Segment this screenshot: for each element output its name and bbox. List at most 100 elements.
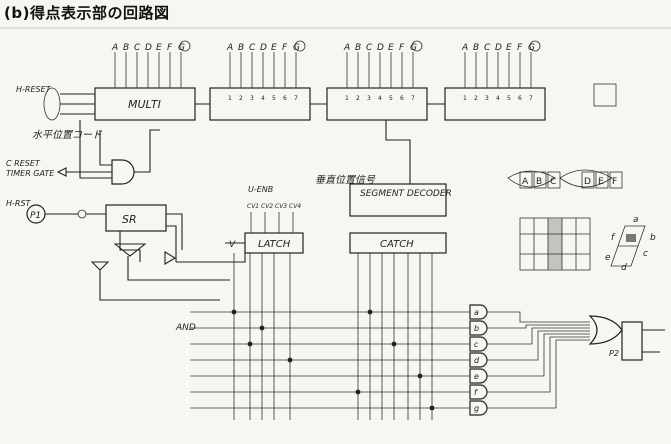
segment-decoder-label: SEGMENT DECODER: [360, 189, 452, 199]
chip-register-2: [209, 87, 311, 121]
seg-cell: [533, 171, 547, 189]
pin-letter: F: [517, 43, 523, 53]
seg-cell-label: D: [584, 177, 591, 187]
h-reset-mid-label: H-RST: [6, 199, 32, 208]
junction-dot: [429, 405, 435, 411]
pin-letter: C: [134, 43, 141, 53]
pin-letter: B: [355, 43, 361, 53]
flip-flop-output: [621, 321, 643, 361]
pin-letter: C: [484, 43, 491, 53]
segment-line-label: d: [474, 356, 480, 365]
pin-number: 1: [228, 95, 232, 102]
register-to-decoder-wire: [385, 120, 411, 184]
junction-dot: [417, 373, 423, 379]
seg-cell-label: C: [550, 177, 556, 187]
segment-line-label: g: [474, 404, 479, 413]
timer-gate-buffer: [56, 167, 67, 177]
segment-to-or-wire: [487, 333, 590, 377]
segment-and-gate: [469, 368, 488, 384]
segment-line-label: c: [474, 340, 479, 349]
empty-box-sketch: [593, 83, 617, 107]
cv-label: CV3: [275, 203, 287, 210]
pin-number: 7: [529, 95, 533, 102]
and-gate-wires: [79, 120, 160, 179]
seg-letter: a: [633, 215, 639, 225]
seg-glyph-fill: [626, 234, 636, 242]
segment-line-label: b: [474, 324, 479, 333]
segment-line-label: a: [474, 308, 479, 317]
pin-letter: E: [506, 43, 512, 53]
and-gate-timer: [111, 159, 135, 185]
segment-line-label: e: [474, 372, 479, 381]
pin-letter: C: [366, 43, 373, 53]
pin-number: 5: [272, 95, 276, 102]
segment-to-or-wire: [487, 327, 590, 345]
junction-dot: [367, 309, 373, 315]
segment-and-gate: [469, 336, 488, 352]
buffer-triangle-2: [90, 261, 110, 271]
pin-number: 6: [518, 95, 522, 102]
sr-latch-label: SR: [122, 213, 137, 226]
pin-letter: D: [495, 43, 502, 53]
pin-letter: G: [178, 43, 185, 53]
segment-decoder: SEGMENT DECODER: [349, 183, 452, 217]
chip-multi-label: MULTI: [128, 98, 161, 111]
pin-letter: A: [461, 43, 468, 53]
pin-letter: B: [238, 43, 244, 53]
pin-letter: B: [473, 43, 479, 53]
p1-label: P1: [30, 211, 41, 221]
seg-cell: [595, 171, 609, 189]
pin-number: 5: [389, 95, 393, 102]
pin-number: 7: [294, 95, 298, 102]
sketch-oval-2: [559, 169, 613, 188]
segment-to-or-wire: [487, 339, 590, 409]
segment-and-gate: [469, 320, 488, 336]
seg-cell-label: E: [598, 177, 604, 187]
pin-letter: E: [388, 43, 394, 53]
pin-number: 1: [463, 95, 467, 102]
chip-register-4: [444, 87, 546, 121]
cv-label: CV1: [247, 203, 259, 210]
seg-cell-label: B: [536, 177, 542, 187]
pin-number: 4: [261, 95, 265, 102]
junction-dot: [391, 341, 397, 347]
score-position-code-label: 水平位置コード: [32, 129, 103, 141]
segment-and-gate: [469, 352, 488, 368]
pin-letter: C: [249, 43, 256, 53]
latch-left: LATCH: [244, 232, 304, 254]
pin-letter: D: [145, 43, 152, 53]
output-wires: [642, 329, 665, 353]
seg-cell: [609, 171, 623, 189]
seg-cell: [547, 171, 561, 189]
switch-wires: [60, 93, 95, 115]
pin-letter: F: [399, 43, 405, 53]
pin-letter: G: [410, 43, 417, 53]
segment-to-or-wire: [487, 311, 590, 323]
junction-dot: [355, 389, 361, 395]
sr-latch: SR: [105, 204, 167, 232]
seg-letter: b: [650, 233, 656, 243]
junction-dot: [259, 325, 265, 331]
pin-letter: F: [282, 43, 288, 53]
segment-line-label: f: [474, 388, 478, 397]
segment-and-gate: [469, 304, 488, 320]
chip-register-3: [326, 87, 428, 121]
pin-number: 5: [507, 95, 511, 102]
cv-label: CV2: [261, 203, 273, 210]
catch-right-label: CATCH: [380, 239, 414, 250]
segment-to-or-wire: [487, 324, 590, 329]
seg-cell: [519, 171, 533, 189]
pin-g-circle: [294, 40, 306, 52]
buffer-triangle-1: [113, 243, 147, 257]
timer-gate-label: TIMER GATE: [6, 169, 55, 178]
pin-letter: E: [156, 43, 162, 53]
seg-letter: d: [621, 263, 627, 273]
chip-multi: MULTI: [94, 87, 196, 121]
seg-letter: c: [643, 249, 648, 259]
seg-grid-hatch: [548, 218, 562, 270]
seg-grid-lines: [520, 218, 590, 270]
